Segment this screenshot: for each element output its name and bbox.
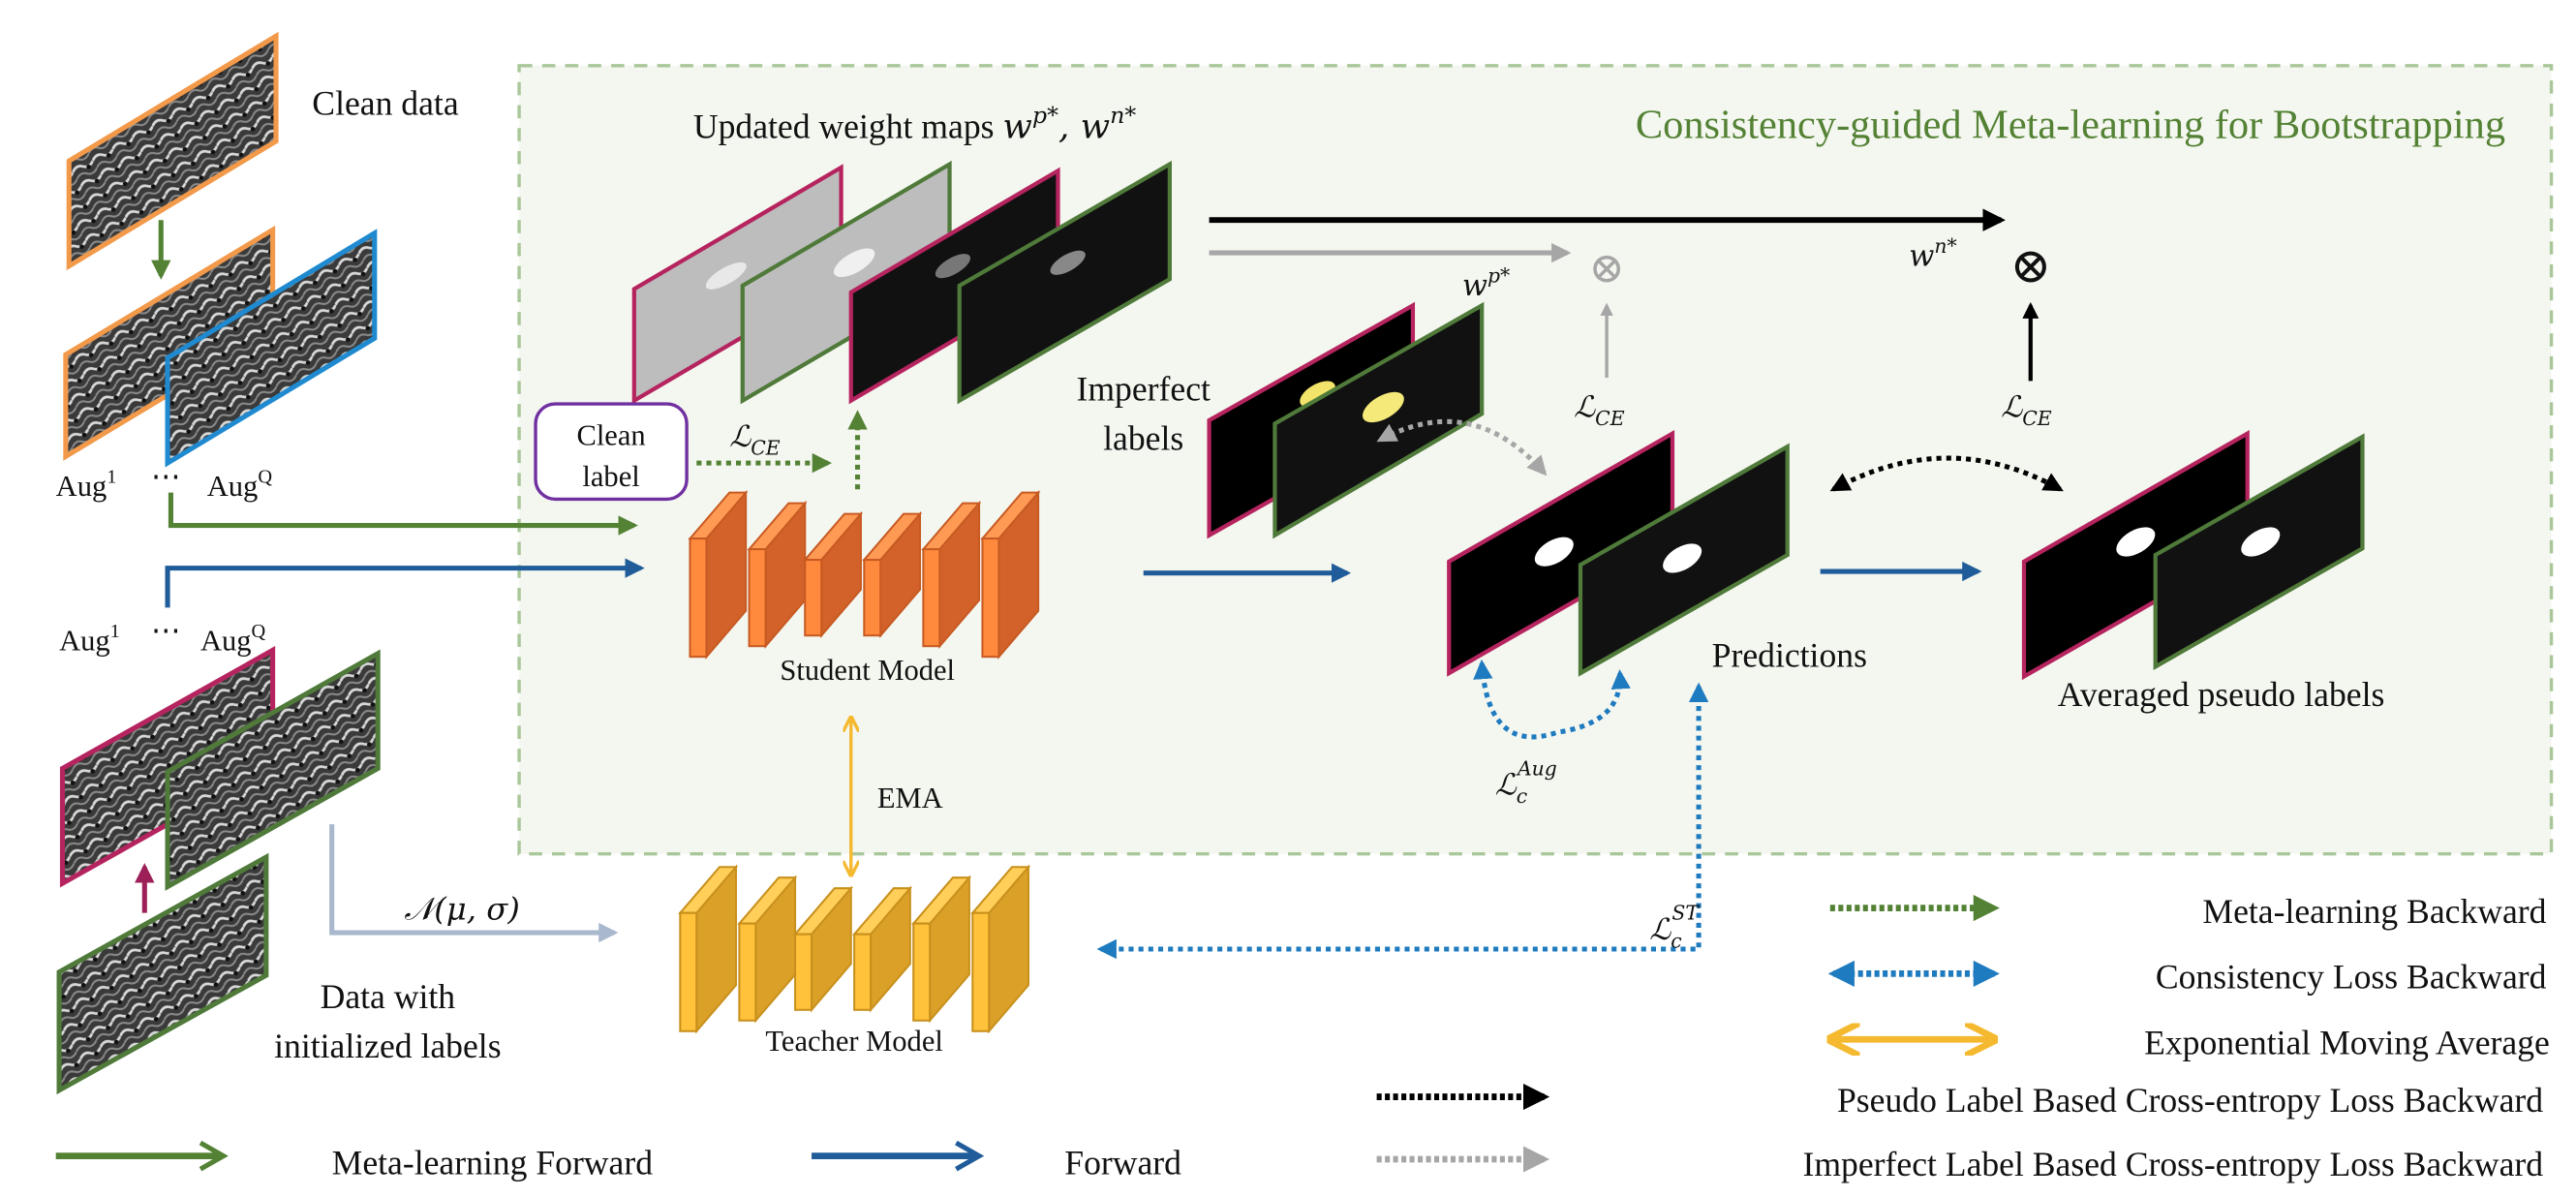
model-layer-1 (679, 911, 698, 1032)
model-layer-1 (689, 537, 708, 659)
wn-label: wn* (1909, 234, 1956, 274)
averaged-pseudo-label: Averaged pseudo labels (2058, 675, 2385, 714)
svg-text:AugQ: AugQ (200, 621, 266, 658)
meta-forward-line (168, 492, 638, 536)
multiply-n-icon: ⊗ (2009, 237, 2051, 294)
model-layer-3 (794, 933, 813, 1011)
legend-pseudo-ce-backward: Pseudo Label Based Cross-entropy Loss Ba… (1837, 1081, 2543, 1120)
noisy-data-images (56, 646, 381, 1095)
legend-ema: Exponential Moving Average (2144, 1024, 2550, 1062)
aug-labels-bottom: Aug1 ⋯ AugQ (59, 614, 265, 657)
model-layer-2 (738, 922, 757, 1022)
aug-q-image (165, 229, 378, 468)
ema-label: EMA (877, 782, 943, 814)
legend-meta-forward: Meta-learning Forward (332, 1143, 654, 1182)
model-layer-4 (853, 933, 873, 1011)
clean-image (66, 31, 279, 271)
prediction-maps (1447, 429, 1790, 677)
noisy-aug-q-image (165, 649, 381, 891)
student-model-label: Student Model (780, 654, 955, 687)
noise-label: 𝒩(μ, σ) (404, 890, 519, 927)
loss-ce-meta: ℒCE (729, 420, 781, 459)
teacher-consistency-arrow (1096, 682, 1709, 960)
predictions-label: Predictions (1712, 635, 1867, 674)
teacher-model-label: Teacher Model (765, 1025, 942, 1058)
model-layer-5 (922, 548, 941, 648)
noise-path-arrow (329, 824, 619, 943)
legend-forward: Forward (1064, 1143, 1181, 1182)
clean-label-box (534, 402, 689, 502)
model-layer-3 (804, 559, 823, 637)
legend-imperfect-ce-backward: Imperfect Label Based Cross-entropy Loss… (1802, 1145, 2543, 1183)
imperfect-labels-line1: Imperfect (1076, 370, 1211, 409)
clean-data-images (63, 31, 378, 468)
model-layer-6 (981, 537, 1000, 659)
svg-text:⋯: ⋯ (151, 614, 181, 647)
svg-text:Aug1: Aug1 (59, 621, 120, 658)
loss-st-label: ℒcST (1649, 901, 1700, 952)
averaged-pseudo-label-maps (2021, 429, 2365, 681)
forward-line (165, 558, 645, 608)
imperfect-label-maps (1207, 301, 1485, 539)
weight-maps (631, 160, 1172, 405)
model-layer-4 (863, 559, 882, 637)
multiply-p-icon: ⊗ (1589, 244, 1625, 293)
loss-ce-imperfect: ℒCE (1574, 391, 1625, 430)
weight-maps-label: Updated weight maps wp*, wn* (693, 102, 1137, 146)
svg-text:Aug1: Aug1 (56, 466, 117, 503)
wp-label: wp* (1462, 264, 1510, 304)
svg-text:AugQ: AugQ (207, 466, 273, 503)
region-title: Consistency-guided Meta-learning for Boo… (1636, 102, 2505, 147)
student-model (688, 489, 1041, 660)
clean-data-label: Clean data (312, 84, 459, 123)
model-layer-2 (748, 548, 767, 648)
legend: Meta-learning Backward Consistency Loss … (55, 892, 2550, 1183)
teacher-model (678, 864, 1031, 1034)
weight-map-n-q (957, 160, 1172, 405)
model-layer-6 (971, 911, 991, 1032)
svg-text:⋯: ⋯ (151, 460, 181, 493)
clean-label-line1: Clean (576, 418, 645, 451)
aug-labels-top: Aug1 ⋯ AugQ (56, 460, 273, 503)
data-init-label-line1: Data with (321, 977, 456, 1016)
imperfect-ce-backward-arrow (1376, 418, 1548, 476)
imperfect-labels-line2: labels (1103, 419, 1183, 458)
noisy-original-image (56, 852, 269, 1095)
legend-meta-backward: Meta-learning Backward (2202, 892, 2546, 931)
legend-consistency-backward: Consistency Loss Backward (2156, 958, 2547, 997)
loss-ce-pseudo: ℒCE (2001, 391, 2052, 430)
data-init-label-line2: initialized labels (274, 1027, 501, 1065)
clean-label-line2: label (582, 460, 639, 493)
model-layer-5 (912, 922, 932, 1022)
pseudo-ce-backward-arrow (1829, 455, 2064, 492)
